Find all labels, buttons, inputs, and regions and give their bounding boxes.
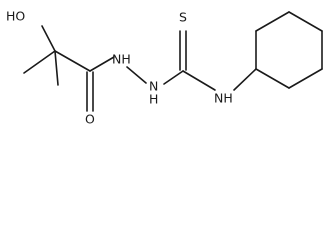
atom-label-carbonyl-oxygen: O bbox=[85, 112, 95, 127]
bond-quaternary-carbon-methyl-down bbox=[54, 50, 59, 86]
atom-label-amine-nh: NH bbox=[214, 91, 233, 106]
atom-label-hydrazide-h: H bbox=[149, 92, 158, 107]
bond-nh-n bbox=[126, 66, 147, 84]
bonds-thiourea-fragment bbox=[179, 30, 257, 91]
bond-quaternary-carbon-hydroxyl bbox=[41, 25, 56, 52]
atom-label-hydrazide-n: N bbox=[149, 79, 158, 94]
bonds-hydrazide-fragment bbox=[86, 56, 184, 112]
atom-label-thione-sulfur: S bbox=[179, 10, 187, 25]
bond-quaternary-carbon-carbonyl bbox=[54, 50, 91, 72]
ring-bond-2 bbox=[255, 11, 290, 32]
ring-bond-5 bbox=[288, 68, 323, 89]
bond-n-thio-carbon bbox=[163, 70, 184, 85]
atom-label-hydrazide-nh: NH bbox=[112, 52, 131, 67]
bond-carbonyl-nh bbox=[89, 56, 115, 72]
ring-bond-3 bbox=[288, 11, 323, 32]
molecule-structure: HO O NH N H S NH bbox=[6, 9, 323, 127]
atom-labels: HO O NH N H S NH bbox=[6, 9, 233, 127]
bond-quaternary-carbon-methyl-left bbox=[23, 50, 56, 74]
ring-bond-6 bbox=[255, 68, 290, 89]
bonds-hydroxy-methyl-fragment bbox=[23, 25, 91, 86]
bond-thio-carbon-nh bbox=[182, 70, 216, 91]
atom-label-hydroxyl: HO bbox=[6, 9, 25, 24]
bond-nh-cyclohexyl bbox=[233, 68, 257, 91]
cyclohexane-ring bbox=[255, 11, 323, 89]
